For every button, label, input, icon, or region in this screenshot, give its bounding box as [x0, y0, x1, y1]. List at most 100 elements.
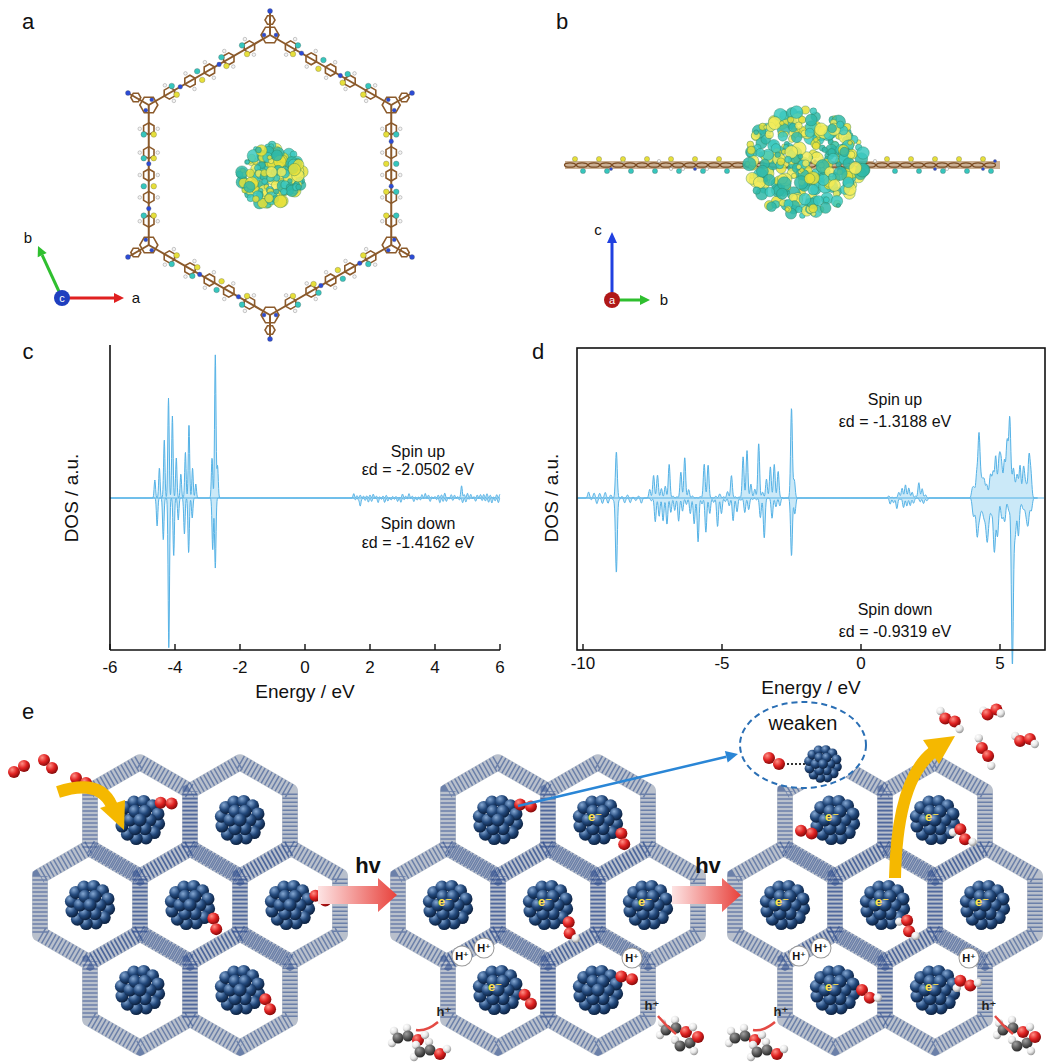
charge-density-blob: [831, 195, 843, 207]
hydrogen-atom: [997, 709, 1005, 717]
charge-density: [194, 68, 200, 74]
ring-edge-on: [685, 163, 696, 167]
charge-density-blob: [798, 154, 803, 159]
axis-arrow-head: [607, 232, 617, 243]
hydrogen-atom: [373, 263, 377, 267]
charge-density-blob: [820, 203, 831, 214]
oxygen-atom: [795, 825, 807, 837]
hydrogen-atom: [193, 87, 197, 91]
benzene-ring: [306, 285, 316, 297]
pore-wall: [598, 847, 698, 962]
hydrogen-atom: [344, 87, 348, 91]
charge-density-blob: [785, 206, 791, 212]
hydrogen-atom: [1026, 1023, 1034, 1031]
carbon-atom: [403, 1031, 414, 1042]
cluster-atom: [184, 899, 197, 912]
tick: [109, 644, 110, 650]
atom: [681, 167, 684, 170]
ring-edge-on: [721, 163, 732, 167]
benzene-ring: [399, 93, 409, 102]
nitrogen-atom: [386, 98, 390, 102]
charge-density: [199, 77, 205, 83]
benzene-ring: [224, 53, 234, 65]
charge-density-blob: [777, 177, 791, 191]
callout-arrow-head: [725, 751, 738, 763]
charge-density: [932, 156, 937, 161]
framework-honeycomb: [735, 762, 1035, 1047]
hydrogen-atom: [172, 247, 176, 251]
charge-density-blob: [743, 157, 756, 170]
benzene-ring: [164, 87, 174, 99]
benzene-ring: [345, 75, 355, 87]
ring-edge-on: [649, 163, 660, 167]
charge-density-blob: [785, 207, 789, 211]
hydrogen-atom: [380, 151, 384, 155]
charge-density-blob: [262, 179, 268, 185]
charge-density: [195, 264, 201, 270]
charge-density-blob: [810, 108, 817, 115]
hydrogen-atom: [398, 173, 402, 177]
hydrogen-atom: [156, 196, 160, 200]
charge-density-blob: [791, 132, 802, 143]
axis-arrow-head: [640, 295, 650, 305]
hydrogen-atom: [184, 275, 188, 279]
pore-wall-texture: [190, 762, 290, 877]
tick: [434, 644, 435, 650]
oxygen-atom: [692, 1031, 704, 1043]
charge-density-blob: [777, 188, 788, 199]
dos-area: [577, 498, 1037, 664]
charge-density: [383, 132, 389, 138]
charge-density-blob: [256, 147, 262, 153]
label: -5: [714, 654, 729, 674]
pore-wall-texture: [448, 932, 548, 1047]
dos-line: [577, 409, 1037, 498]
panel-letter: d: [532, 339, 544, 364]
ring-edge-on: [613, 163, 624, 167]
charge-density-blob: [857, 147, 869, 159]
charge-density: [360, 253, 366, 259]
charge-density: [151, 132, 157, 138]
ring-edge-on: [973, 163, 984, 167]
hydrogen-atom: [231, 282, 235, 286]
nitrogen-atom: [125, 255, 130, 260]
charge-density: [580, 168, 585, 173]
oxygen-atom: [18, 760, 30, 772]
benzene-ring: [325, 64, 335, 76]
label: e⁻: [975, 895, 989, 910]
label: b: [660, 291, 668, 308]
nitrogen-atom: [389, 184, 394, 189]
atom: [945, 167, 948, 170]
charge-density-blob: [805, 128, 814, 137]
pore: [199, 773, 280, 867]
charge-density-blob: [818, 174, 829, 185]
charge-density-blob: [274, 195, 287, 208]
ring-edge-on: [961, 163, 972, 167]
hydrogen-atom: [398, 151, 402, 155]
benzene-ring: [204, 64, 214, 76]
charge-density: [239, 302, 245, 308]
dos-area: [577, 409, 1037, 498]
label: Spin up: [868, 391, 922, 409]
oxygen-atom: [763, 752, 775, 764]
label: hv: [695, 853, 721, 878]
tick: [721, 644, 722, 650]
carbon-atom: [425, 1045, 436, 1056]
atom: [693, 167, 696, 170]
label: b: [24, 229, 32, 246]
hole-arrow: [658, 1016, 676, 1034]
charge-density: [141, 132, 147, 138]
charge-density-blob: [768, 117, 781, 130]
benzene-ring: [144, 191, 154, 203]
charge-density-blob: [800, 168, 804, 172]
label: Spin up: [391, 443, 445, 461]
label: 5: [995, 654, 1004, 674]
benzene-ring: [365, 87, 375, 99]
charge-density: [321, 57, 327, 63]
dos-line: [110, 355, 500, 498]
nitrogen-atom: [410, 255, 415, 260]
charge-density-blob: [253, 196, 260, 203]
charge-density-blob: [754, 130, 759, 135]
oxygen-atom: [563, 916, 575, 928]
charge-density-blob: [277, 167, 286, 176]
label: hv: [355, 853, 381, 878]
